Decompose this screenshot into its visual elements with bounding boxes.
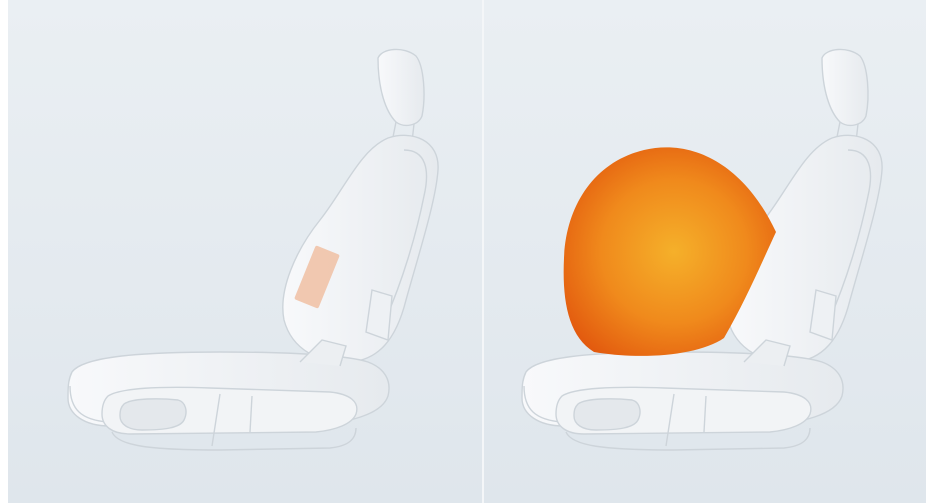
seat-adjust-control — [120, 399, 186, 430]
stowed-seat-illustration — [0, 0, 482, 503]
panel-stowed — [0, 0, 482, 503]
seat-adjust-control — [574, 399, 640, 430]
panel-deployed — [484, 0, 934, 503]
deployed-seat-illustration — [484, 0, 934, 503]
